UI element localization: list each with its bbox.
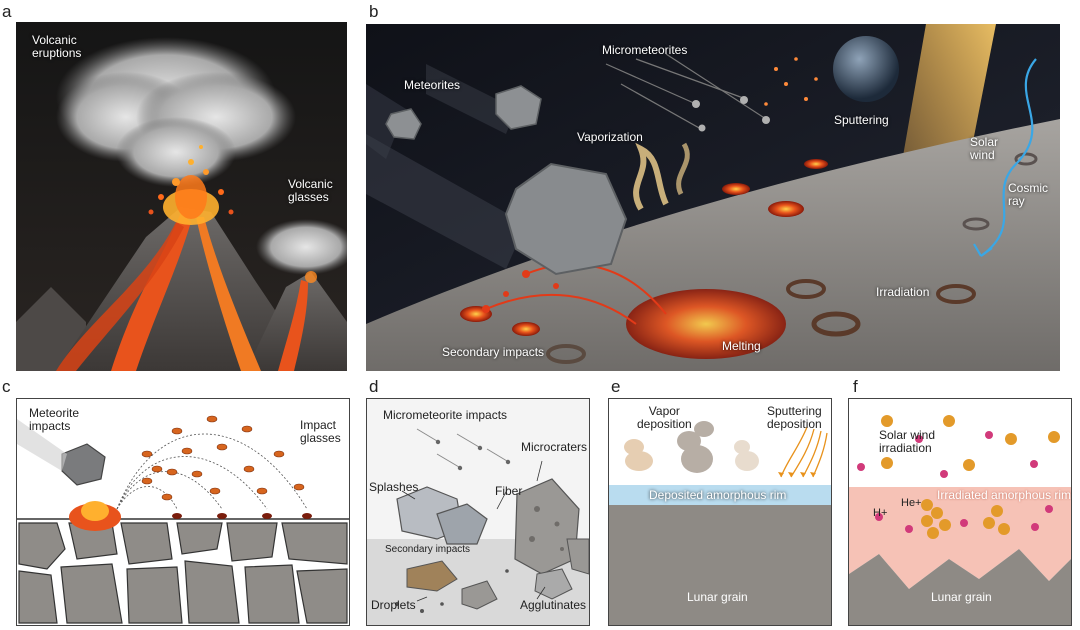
fiber-label: Fiber [495, 484, 523, 498]
panel-b-space-weathering-illustration: Meteorites Micrometeorites Vaporization … [366, 24, 1060, 371]
deposited-rim-label: Deposited amorphous rim [649, 488, 787, 502]
irradiated-rim-label: Irradiated amorphous rim [937, 488, 1072, 502]
vaporization-label: Vaporization [577, 130, 643, 144]
volcanic-glasses-label: Volcanic glasses [288, 177, 333, 204]
he-plus-label: He+ [901, 497, 922, 509]
irradiation-scene [849, 399, 1071, 625]
micrometeorites-label: Micrometeorites [602, 43, 688, 57]
secondary-impacts-label: Secondary impacts [442, 345, 545, 359]
panel-b-letter: b [369, 2, 379, 21]
secondary-impacts-label-d: Secondary impacts [385, 544, 471, 555]
volcanic-eruptions-label: Volcanic eruptions [32, 33, 82, 60]
space-weathering-scene [366, 24, 1060, 371]
solar-wind-irradiation-label: Solar wind irradiation [879, 428, 936, 455]
splashes-label: Splashes [369, 480, 419, 494]
impact-glasses-label: Impact glasses [300, 418, 341, 445]
melting-label: Melting [722, 339, 761, 353]
panel-f-letter: f [853, 377, 858, 396]
lunar-grain-label-f: Lunar grain [931, 590, 992, 604]
irradiation-label: Irradiation [876, 285, 930, 299]
meteorite-impacts-label: Meteorite impacts [29, 406, 80, 433]
vapor-deposition-label: Vapor deposition [637, 404, 692, 431]
sputtering-label: Sputtering [834, 113, 889, 127]
panel-c-letter: c [2, 377, 11, 396]
micrometeorite-impacts-label: Micrometeorite impacts [383, 408, 508, 422]
panel-a-volcano-illustration: Volcanic eruptions Volcanic glasses [16, 22, 347, 371]
solar-wind-label: Solar wind [970, 135, 999, 162]
panel-e-deposition-diagram: Vapor deposition Sputtering deposition D… [608, 398, 832, 626]
microcraters-label: Microcraters [521, 440, 588, 454]
lunar-grain-label-e: Lunar grain [687, 590, 748, 604]
h-plus-label: H+ [873, 507, 888, 519]
panel-c-impact-glasses-diagram: Meteorite impacts Impact glasses [16, 398, 350, 626]
panel-d-letter: d [369, 377, 379, 396]
cosmic-ray-label: Cosmic ray [1008, 181, 1049, 208]
micrometeorite-scene [367, 399, 589, 625]
sputtering-deposition-label: Sputtering deposition [767, 404, 822, 431]
panel-d-micrometeorite-diagram: Micrometeorite impacts Microcraters Spla… [366, 398, 590, 626]
deposition-scene [609, 399, 831, 625]
panel-f-irradiation-diagram: Solar wind irradiation Irradiated amorph… [848, 398, 1072, 626]
panel-a-letter: a [2, 2, 12, 21]
meteorites-label: Meteorites [404, 78, 461, 92]
impact-glasses-scene [17, 415, 349, 625]
volcano-scene [16, 22, 347, 371]
agglutinates-label: Agglutinates [520, 598, 587, 612]
panel-e-letter: e [611, 377, 621, 396]
droplets-label: Droplets [371, 598, 416, 612]
